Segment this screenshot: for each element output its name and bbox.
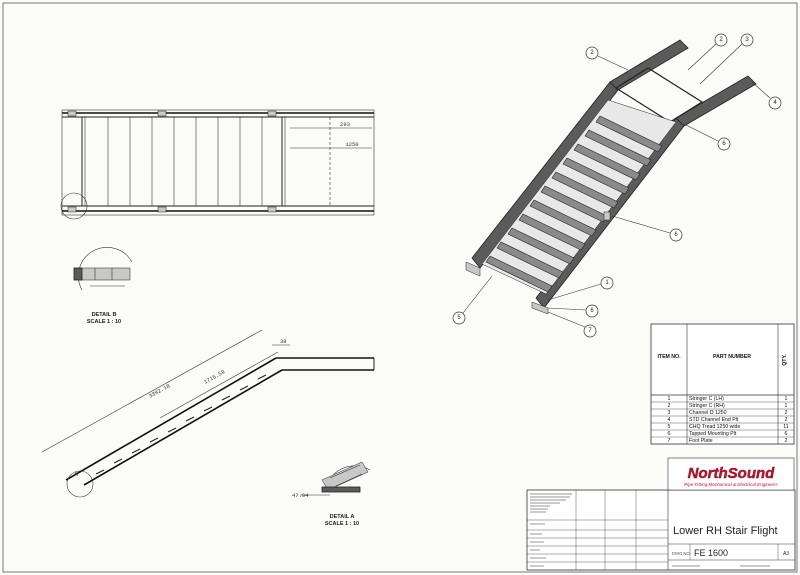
bom-header-item: ITEM NO. xyxy=(657,354,681,360)
bom-header-qty: QTY. xyxy=(782,354,788,366)
detail-b-callout-circle xyxy=(60,192,88,220)
bom-row-2-qty: 1 xyxy=(785,403,788,409)
plan-view xyxy=(60,109,375,220)
svg-text:4: 4 xyxy=(773,100,777,106)
bom-row-3-item: 3 xyxy=(668,410,671,416)
bom-row-2-part: Stringer C (RH) xyxy=(689,403,725,409)
bom-row-1-item: 1 xyxy=(668,396,671,402)
bom-row-4-item: 4 xyxy=(668,417,671,423)
balloon-3: 3 xyxy=(699,33,754,85)
balloon-6-middle: 6 xyxy=(611,215,683,242)
company-logo xyxy=(667,457,795,491)
bom-row-1-qty: 1 xyxy=(785,396,788,402)
bom-row-7-part: Foot Plate xyxy=(689,438,713,444)
bom-row-5-item: 5 xyxy=(668,424,671,430)
side-elevation-view xyxy=(41,329,375,498)
iso-treads xyxy=(485,115,663,293)
bom-row-4-qty: 2 xyxy=(785,417,788,423)
drawing-title: Lower RH Stair Flight xyxy=(673,525,778,537)
balloon-6-upper: 6 xyxy=(683,123,731,151)
balloon-2-top: 2 xyxy=(687,33,728,71)
svg-text:6: 6 xyxy=(590,308,594,314)
sheet-size: A3 xyxy=(783,551,789,557)
bom-header-part: PART NUMBER xyxy=(713,354,751,360)
drawing-number: FE 1600 xyxy=(694,548,728,558)
detail-a-view xyxy=(300,461,371,496)
bom-row-6-item: 6 xyxy=(668,431,671,437)
bill-of-materials: ITEM NO. PART NUMBER QTY. 1 Stringer C (… xyxy=(650,323,795,445)
svg-text:3: 3 xyxy=(745,37,749,43)
company-name: NorthSound xyxy=(688,465,775,482)
bom-row-4-part: STD Channel End Plt xyxy=(689,417,739,423)
detail-a-label: DETAIL A xyxy=(330,514,355,520)
svg-text:2: 2 xyxy=(719,37,723,43)
side-dim-top: 38 xyxy=(280,338,287,345)
plan-dim-293: 293 xyxy=(340,121,350,128)
plan-dim-1250: 1250 xyxy=(345,141,358,148)
bom-row-6-qty: 6 xyxy=(785,431,788,437)
detail-a-dim: 47.04 xyxy=(292,492,309,499)
balloon-2-top-left: 2 xyxy=(585,46,629,71)
bom-row-3-qty: 2 xyxy=(785,410,788,416)
bom-row-7-qty: 2 xyxy=(785,438,788,444)
detail-b-label: DETAIL B xyxy=(92,312,117,318)
bom-row-6-part: Tapped Mounting Plt xyxy=(689,431,737,437)
side-dim-overall: 3392.18 xyxy=(148,382,172,399)
svg-text:5: 5 xyxy=(457,315,461,321)
balloon-7: 7 xyxy=(547,311,597,338)
detail-b-scale: SCALE 1 : 10 xyxy=(87,319,121,325)
svg-text:6: 6 xyxy=(722,141,726,147)
svg-text:6: 6 xyxy=(674,232,678,238)
bom-row-3-part: Channel D 1250 xyxy=(689,410,727,416)
balloon-6-lower: 6 xyxy=(547,304,599,318)
balloon-1: 1 xyxy=(547,276,614,301)
balloon-4: 4 xyxy=(751,81,782,110)
detail-a-callout-circle xyxy=(66,470,94,498)
bom-row-2-item: 2 xyxy=(668,403,671,409)
svg-text:1: 1 xyxy=(605,280,609,286)
bom-row-5-part: CHQ Tread 1250 wide xyxy=(689,424,740,430)
balloon-5: 5 xyxy=(452,275,493,325)
company-tagline: Pipe Fitting Mechanical & Electrical Eng… xyxy=(684,482,778,487)
drawing-number-label: DWG NO. xyxy=(672,551,691,556)
title-block xyxy=(526,489,796,571)
title-block-fine-print xyxy=(530,493,770,567)
bom-row-7-item: 7 xyxy=(668,438,671,444)
svg-text:2: 2 xyxy=(590,50,594,56)
detail-a-scale: SCALE 1 : 10 xyxy=(325,521,359,527)
svg-text:7: 7 xyxy=(588,328,592,334)
isometric-view xyxy=(465,39,757,315)
detail-b-view xyxy=(73,247,133,291)
bom-row-1-part: Stringer C (LH) xyxy=(689,396,724,402)
bom-row-5-qty: 11 xyxy=(783,424,788,430)
detail-a-marker: A xyxy=(74,472,78,478)
